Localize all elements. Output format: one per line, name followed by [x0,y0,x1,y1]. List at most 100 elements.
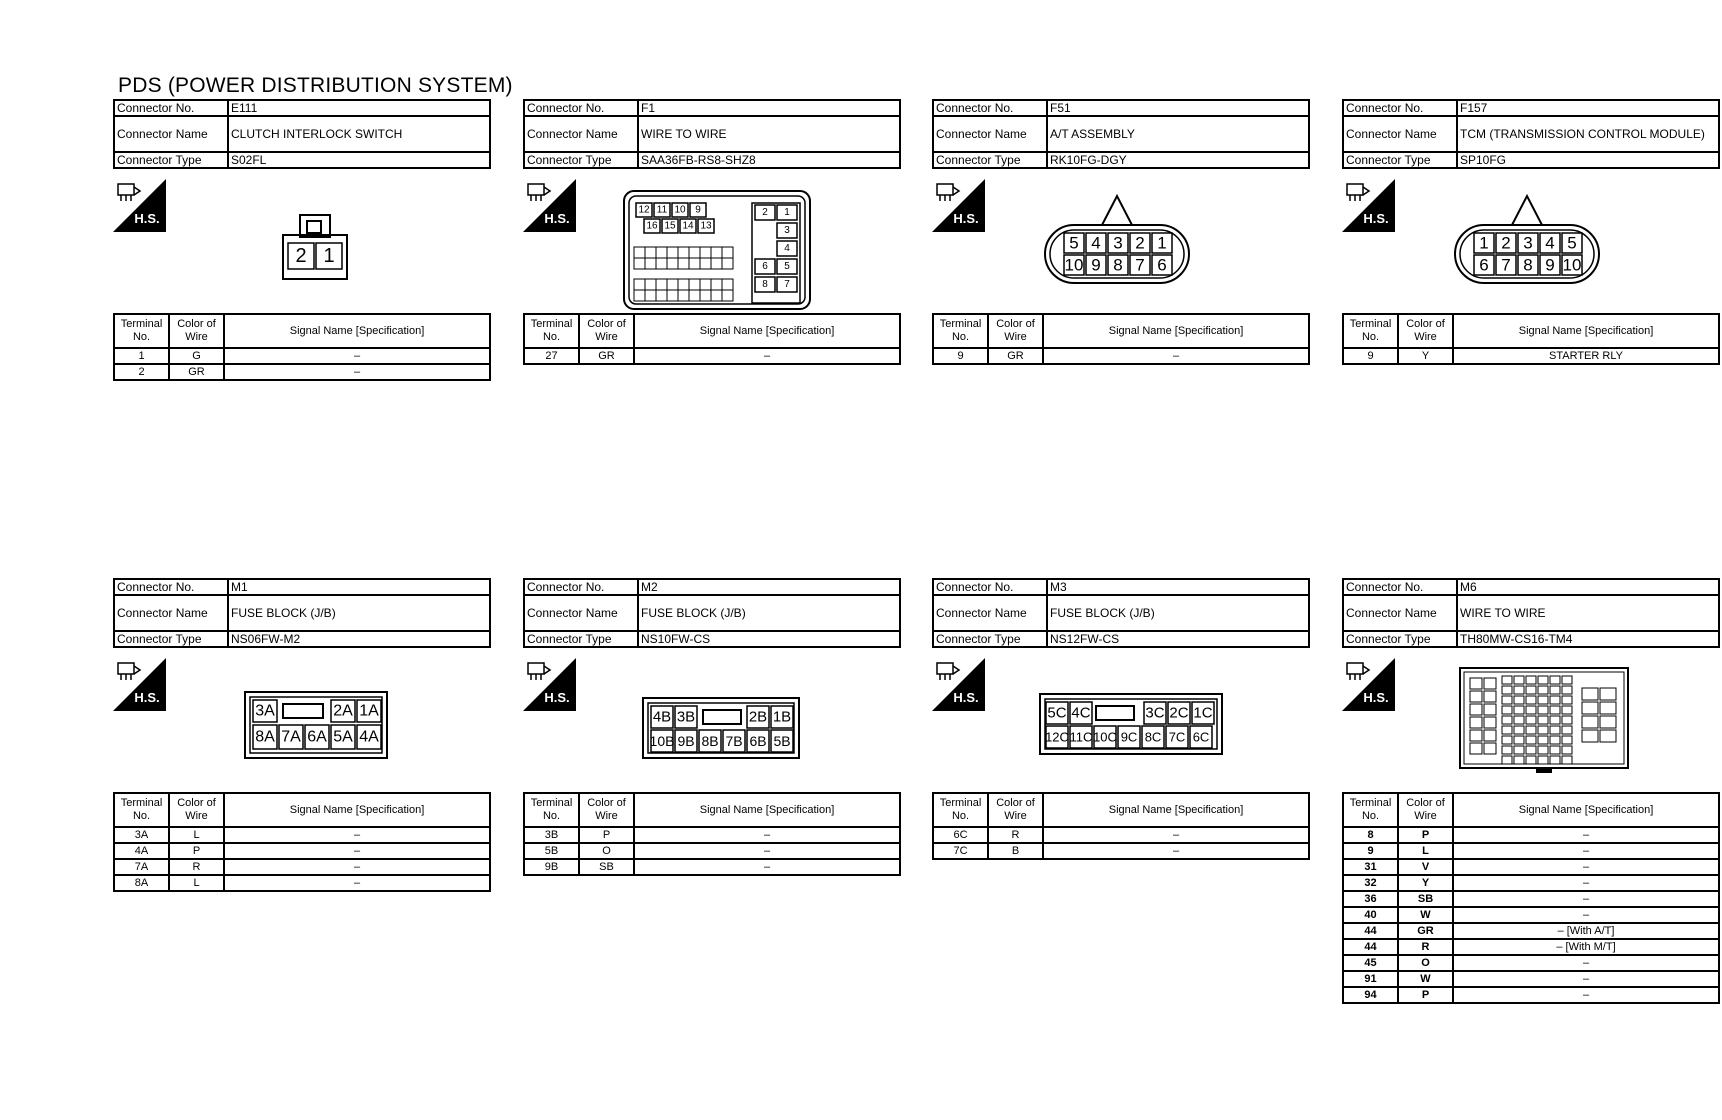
wire-color: GR [987,347,1044,365]
pin-label: 3A [255,703,275,720]
connector-no-value: F51 [1046,99,1310,117]
connector-type-value: NS12FW-CS [1046,630,1310,648]
connector-no-label: Connector No. [523,578,639,596]
pin-label: 9 [695,205,701,216]
wire-color: P [168,842,225,860]
col-signal: Signal Name [Specification] [1042,313,1310,349]
connector-no-label: Connector No. [1342,99,1458,117]
signal-name: – [1452,906,1720,924]
wire-color: SB [1397,890,1454,908]
harness-side-icon: H.S. [523,179,576,232]
pin-label: 4 [1091,234,1100,253]
wire-color: Y [1397,874,1454,892]
connector-no-value: M2 [637,578,901,596]
connector-type-label: Connector Type [932,151,1048,169]
hs-label: H.S. [953,690,978,705]
pin-label: 4C [1071,705,1090,722]
wire-color: W [1397,970,1454,988]
terminal-no: 44 [1342,922,1399,940]
terminal-no: 2 [113,363,170,381]
pin-label: 6 [762,261,768,272]
pin-label: 7 [1135,256,1144,275]
wire-color: GR [168,363,225,381]
pin-label: 15 [664,221,676,232]
connector-name-value: FUSE BLOCK (J/B) [1046,594,1310,632]
connector-type-value: S02FL [227,151,491,169]
pin-label: 4A [359,729,379,746]
pin-label: 10 [1563,256,1582,275]
col-signal: Signal Name [Specification] [633,313,901,349]
col-color: Color of Wire [578,313,635,349]
signal-name: – [1452,954,1720,972]
pin-label: 5A [333,729,353,746]
harness-side-icon: H.S. [1342,658,1395,711]
col-signal: Signal Name [Specification] [633,792,901,828]
pin-label: 2 [1135,234,1144,253]
connector-name-label: Connector Name [932,115,1048,153]
pin-label: 5 [784,261,790,272]
connector-type-label: Connector Type [1342,151,1458,169]
connector-type-value: NS06FW-M2 [227,630,491,648]
wire-color: G [168,347,225,365]
connector-name-value: FUSE BLOCK (J/B) [227,594,491,632]
harness-side-icon: H.S. [113,179,166,232]
harness-side-icon: H.S. [523,658,576,711]
connector-name-label: Connector Name [932,594,1048,632]
signal-name: – [1452,890,1720,908]
connector-name-value: WIRE TO WIRE [1456,594,1720,632]
terminal-no: 7A [113,858,170,876]
col-color: Color of Wire [168,792,225,828]
connector-no-value: M1 [227,578,491,596]
signal-name: – [223,363,491,381]
connector-type-value: RK10FG-DGY [1046,151,1310,169]
col-terminal: Terminal No. [113,792,170,828]
pin-label: 12 [638,205,650,216]
terminal-no: 94 [1342,986,1399,1004]
wire-color: O [578,842,635,860]
col-terminal: Terminal No. [1342,792,1399,828]
pin-label: 3C [1145,705,1164,722]
connector-no-value: F1 [637,99,901,117]
pin-2: 2 [295,245,306,267]
connector-name-value: TCM (TRANSMISSION CONTROL MODULE) [1456,115,1720,153]
wire-color: L [1397,842,1454,860]
terminal-no: 6C [932,826,989,844]
pin-label: 1 [784,207,790,218]
col-color: Color of Wire [1397,313,1454,349]
pin-label: 5C [1047,705,1066,722]
pin-label: 2C [1169,705,1188,722]
pin-label: 9B [677,733,694,749]
pin-label: 6C [1193,730,1210,745]
pin-label: 10 [674,205,686,216]
terminal-no: 7C [932,842,989,860]
col-terminal: Terminal No. [523,313,580,349]
page-title: PDS (POWER DISTRIBUTION SYSTEM) [118,74,513,97]
signal-name: – [1452,858,1720,876]
pin-label: 3 [1523,234,1532,253]
terminal-no: 45 [1342,954,1399,972]
terminal-no: 8A [113,874,170,892]
harness-side-icon: H.S. [113,658,166,711]
connector-no-value: E111 [227,99,491,117]
connector-no-value: M3 [1046,578,1310,596]
col-signal: Signal Name [Specification] [1452,313,1720,349]
pin-label: 4B [653,709,671,726]
terminal-no: 31 [1342,858,1399,876]
pin-1: 1 [323,245,334,267]
